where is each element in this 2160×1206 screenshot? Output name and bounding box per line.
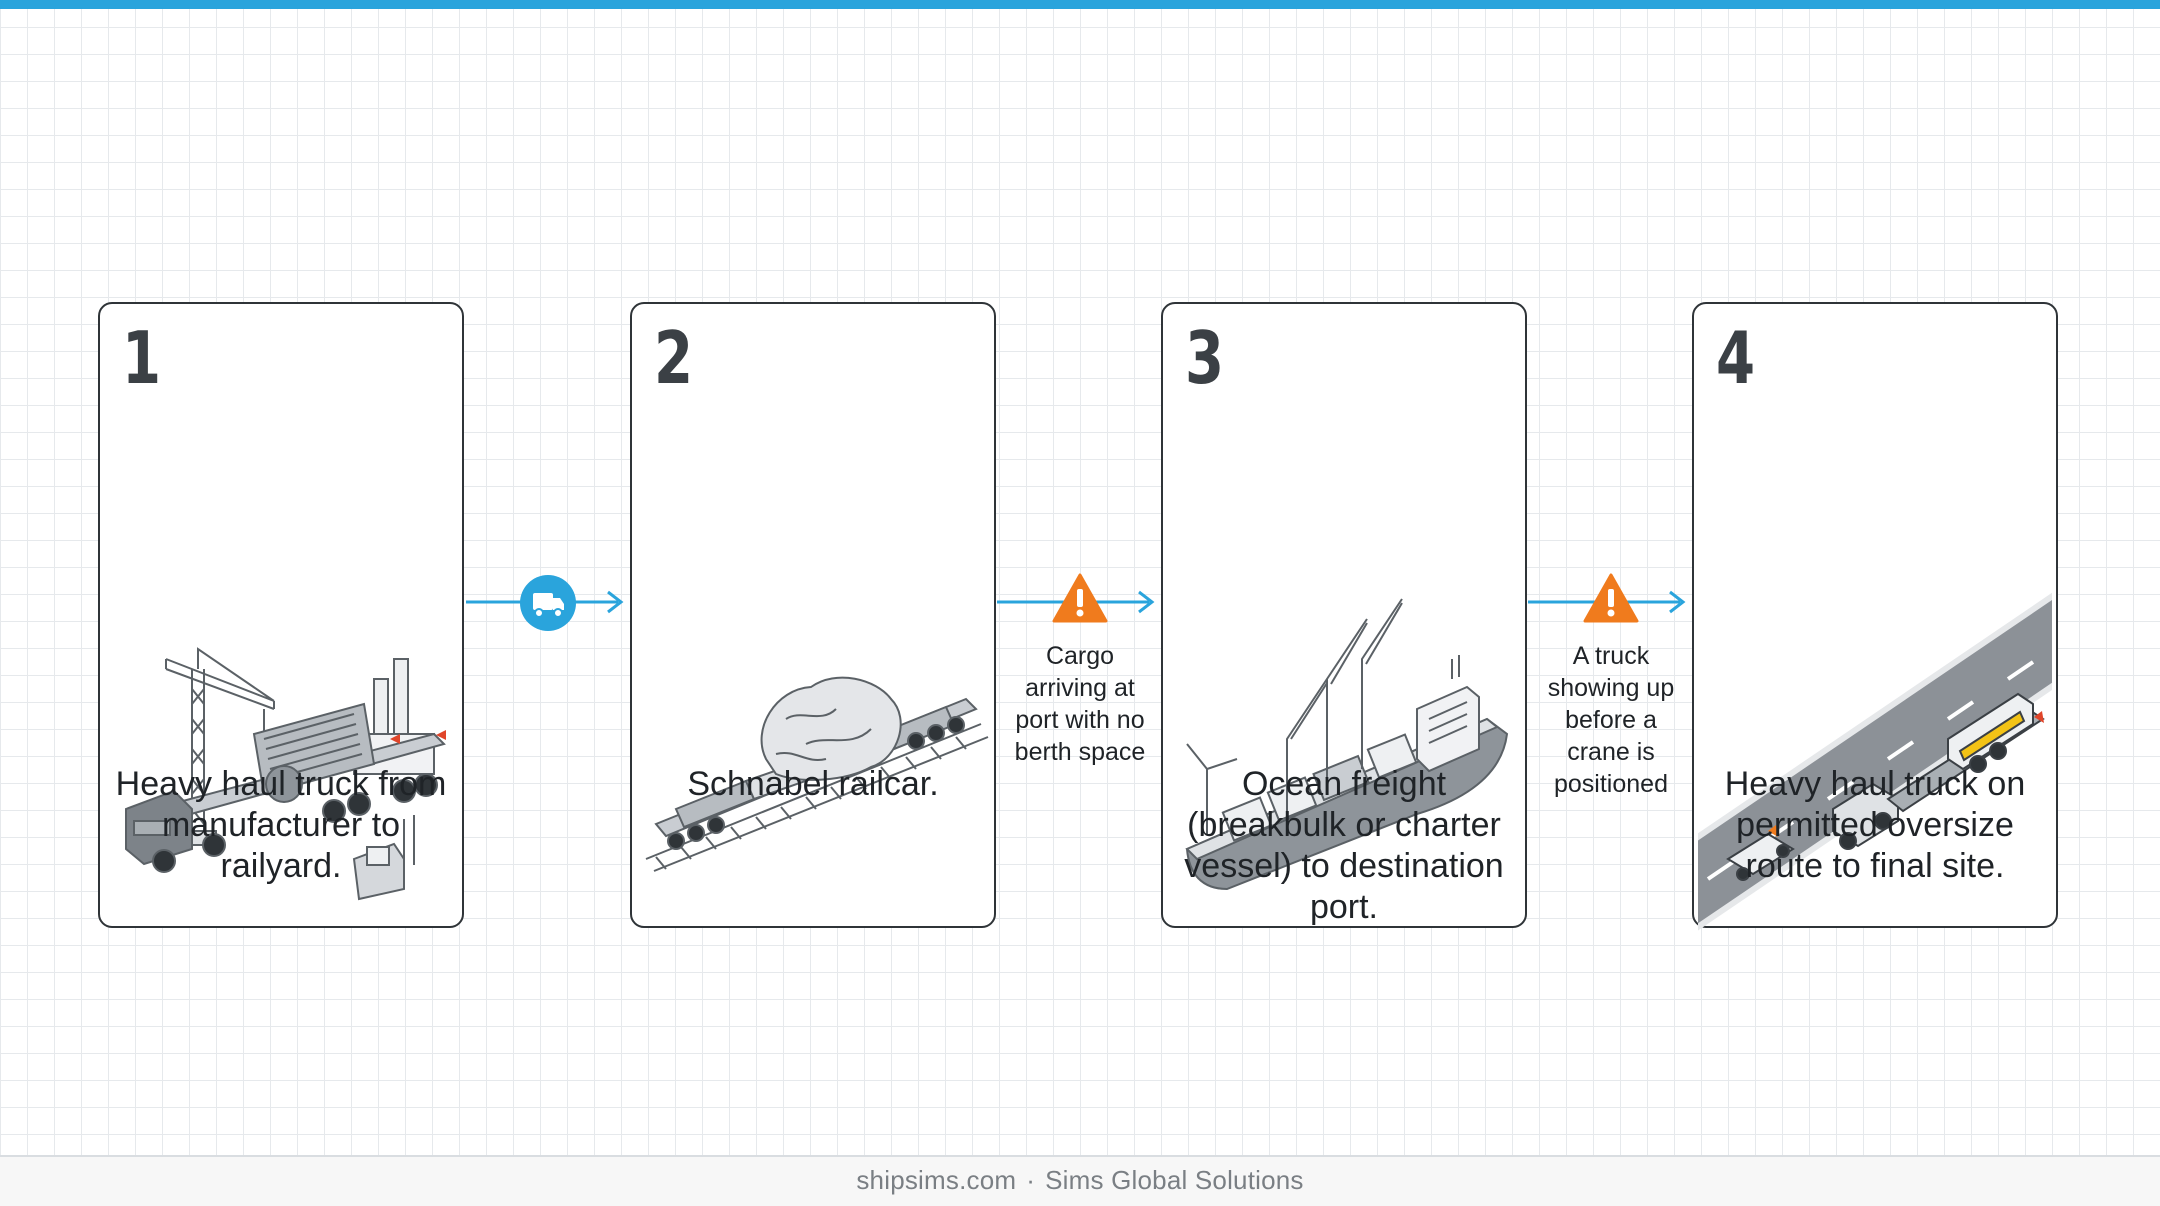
step-caption: Heavy haul truck on permitted oversize r… [1724,765,2026,885]
footer-company: Sims Global Solutions [1045,1165,1304,1195]
step-caption: Ocean freight (breakbulk or charter vess… [1184,765,1504,926]
footer-divider [0,1155,2160,1157]
oversize-route-illustration [1698,394,2052,1034]
hazard-note: Cargo arriving at port with no berth spa… [1014,642,1146,766]
step-caption: Heavy haul truck from manufacturer to ra… [115,765,447,885]
step-caption: Schnabel railcar. [687,765,939,803]
truck-icon [519,574,577,632]
footer: shipsims.com · Sims Global Solutions [0,1157,2160,1206]
step-number: 4 [1716,316,1756,400]
step-number: 3 [1185,316,1225,400]
hazard-note: A truck showing up before a crane is pos… [1547,642,1675,798]
step-card-4: 4 Heavy h [1692,302,2058,931]
schnabel-railcar-illustration [636,394,990,1034]
truck-factory-illustration [104,394,458,1034]
step-card-2: 2 Schn [630,302,996,928]
step-number: 1 [122,316,162,400]
top-accent-bar [0,0,2160,9]
step-card-3: 3 Ocean freight [1161,302,1527,928]
cargo-ship-illustration [1167,394,1521,1034]
warning-icon [1583,572,1639,624]
footer-separator: · [1026,1165,1036,1195]
step-number: 2 [654,316,694,400]
step-card-1: 1 [98,302,464,928]
footer-site-link[interactable]: shipsims.com [856,1165,1017,1195]
warning-icon [1052,572,1108,624]
